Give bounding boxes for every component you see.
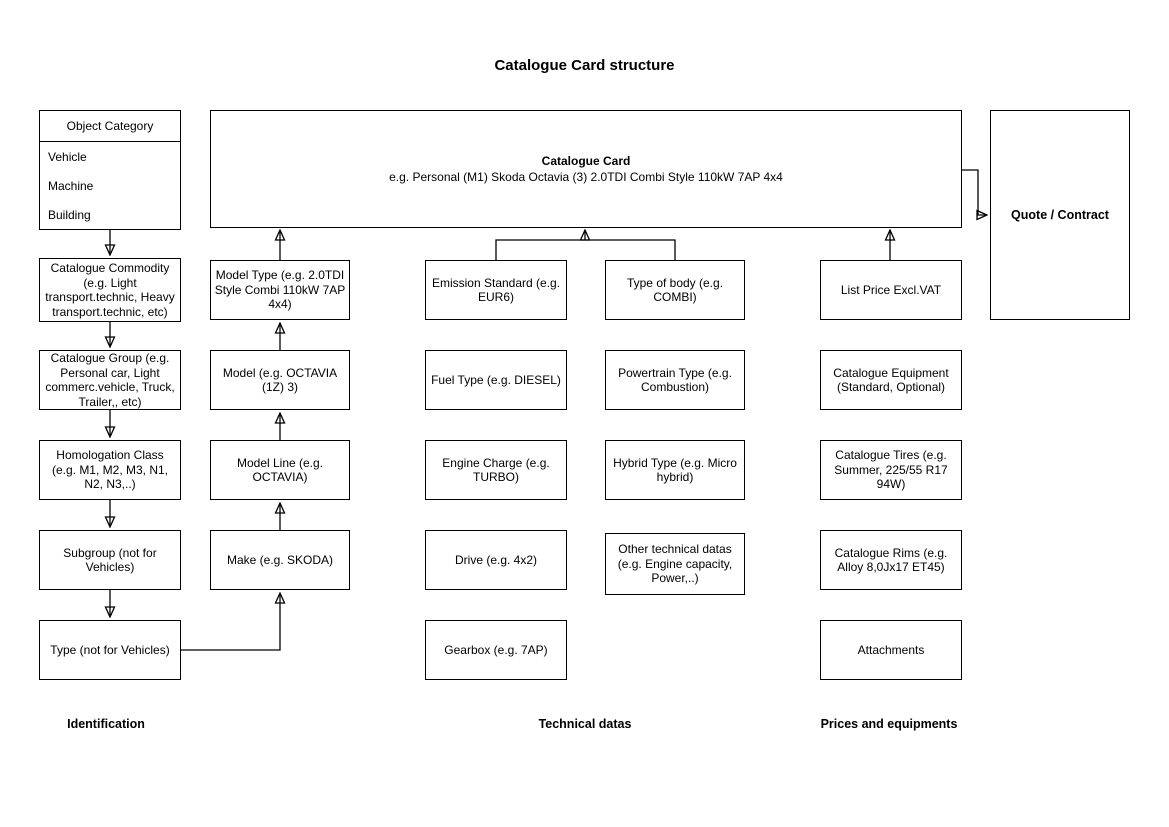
arrow-catalogue-card-to-quote [962,169,986,215]
node-model-line: Model Line (e.g. OCTAVIA) [210,440,350,500]
node-model: Model (e.g. OCTAVIA (1Z) 3) [210,350,350,410]
node-drive: Drive (e.g. 4x2) [425,530,567,590]
node-list-price: List Price Excl.VAT [820,260,962,320]
node-type-of-body: Type of body (e.g. COMBI) [605,260,745,320]
node-make: Make (e.g. SKODA) [210,530,350,590]
catalogue-card-example: e.g. Personal (M1) Skoda Octavia (3) 2.0… [389,170,783,184]
node-homologation-class: Homologation Class (e.g. M1, M2, M3, N1,… [39,440,181,500]
object-category-item-building: Building [48,207,91,222]
object-category-item-vehicle: Vehicle [48,149,87,164]
node-hybrid-type: Hybrid Type (e.g. Micro hybrid) [605,440,745,500]
node-emission-standard: Emission Standard (e.g. EUR6) [425,260,567,320]
object-category-item-machine: Machine [48,178,94,193]
node-catalogue-commodity: Catalogue Commodity (e.g. Light transpor… [39,258,181,322]
node-fuel-type: Fuel Type (e.g. DIESEL) [425,350,567,410]
node-catalogue-tires: Catalogue Tires (e.g. Summer, 225/55 R17… [820,440,962,500]
node-model-type: Model Type (e.g. 2.0TDI Style Combi 110k… [210,260,350,320]
node-powertrain-type: Powertrain Type (e.g. Combustion) [605,350,745,410]
section-label-prices: Prices and equipments [820,717,958,731]
catalogue-card-title: Catalogue Card [541,154,631,168]
node-catalogue-equipment: Catalogue Equipment (Standard, Optional) [820,350,962,410]
node-object-category: Object Category Vehicle Machine Building [39,110,181,230]
node-subgroup: Subgroup (not for Vehicles) [39,530,181,590]
node-type: Type (not for Vehicles) [39,620,181,680]
object-category-header: Object Category [40,111,180,142]
node-catalogue-group: Catalogue Group (e.g. Personal car, Ligh… [39,350,181,410]
node-catalogue-rims: Catalogue Rims (e.g. Alloy 8,0Jx17 ET45) [820,530,962,590]
node-catalogue-card: Catalogue Card e.g. Personal (M1) Skoda … [210,110,962,228]
arrow-type-to-make [181,594,280,651]
node-attachments: Attachments [820,620,962,680]
node-quote-contract: Quote / Contract [990,110,1130,320]
section-label-technical-datas: Technical datas [538,717,632,731]
diagram-title: Catalogue Card structure [494,57,675,74]
node-engine-charge: Engine Charge (e.g. TURBO) [425,440,567,500]
node-other-technical-datas: Other technical datas (e.g. Engine capac… [605,533,745,595]
connector-emission-body-merge [495,239,676,260]
section-label-identification: Identification [67,717,145,731]
node-gearbox: Gearbox (e.g. 7AP) [425,620,567,680]
